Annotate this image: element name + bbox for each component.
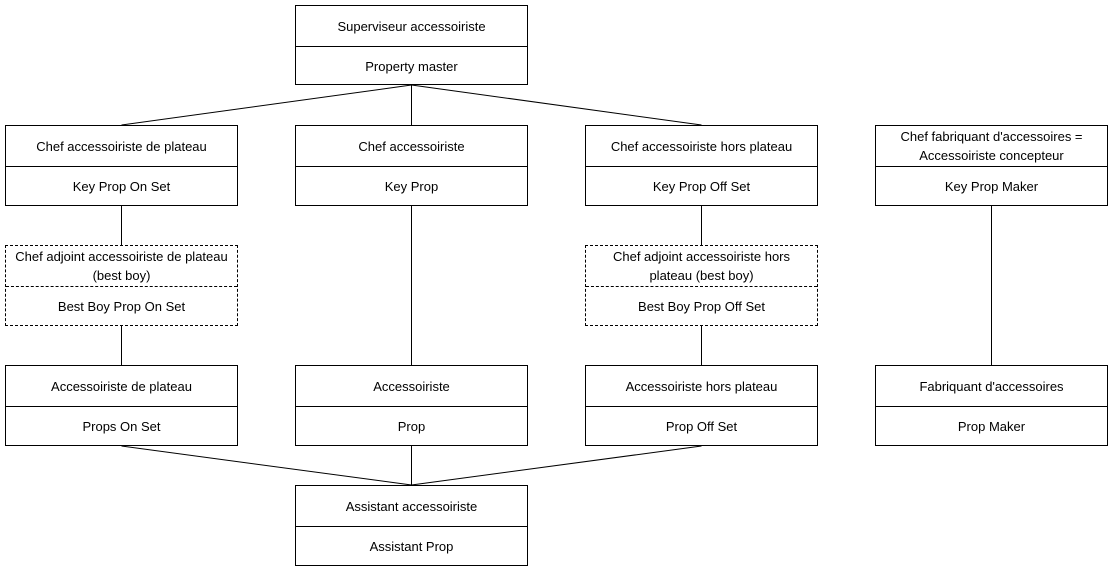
node-fabriquant: Fabriquant d'accessoires Prop Maker	[875, 365, 1108, 446]
node-chef-en: Key Prop	[296, 166, 527, 205]
node-supervisor-fr: Superviseur accessoiriste	[337, 18, 486, 34]
node-chef-plateau: Chef accessoiriste de plateau Key Prop O…	[5, 125, 238, 206]
node-chef-hors-plateau-en: Key Prop Off Set	[586, 166, 817, 205]
node-accessoiriste: Accessoiriste Prop	[295, 365, 528, 446]
node-chef-plateau-fr: Chef accessoiriste de plateau	[36, 138, 207, 154]
node-fabriquant-fr: Fabriquant d'accessoires	[919, 378, 1064, 394]
node-accessoiriste-plateau-fr: Accessoiriste de plateau	[51, 378, 192, 394]
node-supervisor: Superviseur accessoiriste Property maste…	[295, 5, 528, 85]
node-assistant: Assistant accessoiriste Assistant Prop	[295, 485, 528, 566]
node-adjoint-hors-plateau-fr: Chef adjoint accessoiriste hors plateau …	[612, 249, 791, 283]
node-accessoiriste-plateau-en: Props On Set	[6, 406, 237, 445]
node-adjoint-hors-plateau: Chef adjoint accessoiriste hors plateau …	[585, 245, 818, 326]
node-chef-hors-plateau: Chef accessoiriste hors plateau Key Prop…	[585, 125, 818, 206]
node-accessoiriste-en: Prop	[296, 406, 527, 445]
node-chef-hors-plateau-fr: Chef accessoiriste hors plateau	[610, 138, 793, 154]
connector-accessoiriste-plateau-to-assistant	[121, 445, 412, 486]
node-chef-fabriquant-en: Key Prop Maker	[876, 166, 1107, 205]
node-accessoiriste-fr: Accessoiriste	[373, 378, 450, 394]
node-adjoint-plateau: Chef adjoint accessoiriste de plateau (b…	[5, 245, 238, 326]
connector-supervisor-to-chef-hors-plateau	[411, 84, 702, 126]
node-chef-fabriquant: Chef fabriquant d'accessoires = Accessoi…	[875, 125, 1108, 206]
node-chef-fabriquant-fr: Chef fabriquant d'accessoires = Accessoi…	[900, 129, 1083, 163]
node-supervisor-en: Property master	[296, 46, 527, 85]
node-assistant-en: Assistant Prop	[296, 526, 527, 565]
node-fabriquant-en: Prop Maker	[876, 406, 1107, 445]
node-chef-fr: Chef accessoiriste	[358, 138, 465, 154]
node-accessoiriste-hors-plateau: Accessoiriste hors plateau Prop Off Set	[585, 365, 818, 446]
node-chef-plateau-en: Key Prop On Set	[6, 166, 237, 205]
node-adjoint-hors-plateau-en: Best Boy Prop Off Set	[586, 286, 817, 325]
connector-supervisor-to-chef-plateau	[121, 84, 412, 126]
node-accessoiriste-hors-plateau-fr: Accessoiriste hors plateau	[625, 378, 778, 394]
node-assistant-fr: Assistant accessoiriste	[345, 498, 478, 514]
node-accessoiriste-plateau: Accessoiriste de plateau Props On Set	[5, 365, 238, 446]
node-adjoint-plateau-en: Best Boy Prop On Set	[6, 286, 237, 325]
node-adjoint-plateau-fr: Chef adjoint accessoiriste de plateau (b…	[15, 249, 228, 283]
connector-accessoiriste-hors-plateau-to-assistant	[411, 445, 702, 486]
node-chef: Chef accessoiriste Key Prop	[295, 125, 528, 206]
node-accessoiriste-hors-plateau-en: Prop Off Set	[586, 406, 817, 445]
